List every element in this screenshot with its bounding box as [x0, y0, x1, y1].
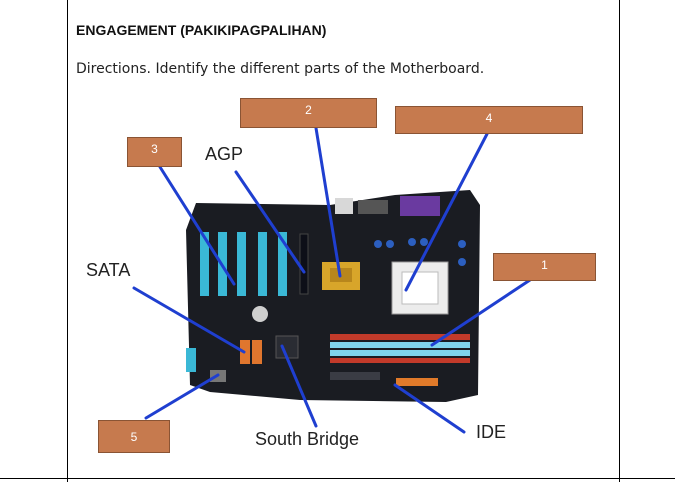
pci-slot	[258, 232, 267, 296]
answer-box-number: 1	[541, 258, 548, 272]
pci-slot	[237, 232, 246, 296]
parallel-port	[400, 196, 440, 216]
pointer-line-south-bridge	[280, 344, 318, 428]
page-border-bottom	[0, 478, 675, 479]
pointer-line-3	[158, 165, 236, 286]
answer-box-5[interactable]: 5	[98, 420, 170, 453]
page-border-left	[67, 0, 68, 482]
directions-text: Directions. Identify the different parts…	[76, 61, 485, 77]
ram-slot	[330, 334, 470, 340]
label-south-bridge: South Bridge	[255, 429, 360, 449]
answer-box-number: 5	[130, 429, 138, 444]
answer-box-2[interactable]: 2	[240, 98, 377, 128]
section-heading: ENGAGEMENT (PAKIKIPAGPALIHAN)	[76, 22, 327, 38]
page-border-right	[619, 0, 620, 482]
answer-box-number: 4	[485, 111, 493, 125]
ide-connector	[396, 378, 438, 386]
io-connector-2	[358, 200, 388, 214]
ram-slot	[330, 358, 470, 363]
agp-slot	[299, 233, 309, 295]
pointer-line-1	[430, 278, 532, 347]
pointer-line-4	[404, 132, 489, 292]
pointer-line-5	[144, 373, 220, 420]
label-agp: AGP	[205, 144, 244, 164]
label-sata: SATA	[86, 260, 131, 280]
pointer-line-ide	[393, 383, 466, 434]
pointer-line-agp	[234, 170, 306, 274]
pci-slot	[278, 232, 287, 296]
answer-box-number: 3	[151, 142, 158, 156]
answer-box-3[interactable]: 3	[127, 137, 182, 167]
label-ide: IDE	[476, 422, 507, 442]
pci-slot	[200, 232, 209, 296]
answer-box-number: 2	[305, 103, 312, 117]
pointer-line-sata	[132, 286, 246, 354]
sata-connector	[252, 340, 262, 364]
answer-box-1[interactable]: 1	[493, 253, 596, 281]
pointer-line-2	[314, 126, 342, 278]
ram-slot	[330, 342, 470, 348]
answer-box-4[interactable]: 4	[395, 106, 583, 134]
io-connector	[335, 198, 353, 214]
ram-slot	[330, 350, 470, 356]
